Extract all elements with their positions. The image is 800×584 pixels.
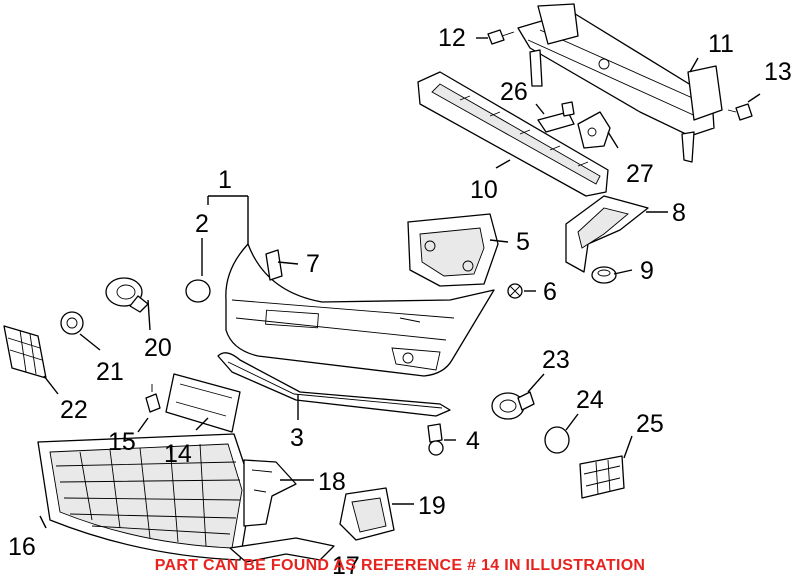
side-insert-part — [579, 455, 625, 499]
callout-13: 13 — [764, 58, 792, 86]
fog-trim-part — [339, 487, 395, 541]
callout-9: 9 — [640, 257, 654, 285]
bumper-cover-part — [225, 243, 495, 377]
callout-12: 12 — [438, 24, 466, 52]
callout-1: 1 — [218, 166, 232, 194]
callout-4: 4 — [466, 427, 480, 455]
sensor-ring-part — [60, 311, 84, 335]
callout-22: 22 — [60, 396, 88, 424]
leader-lines — [39, 37, 761, 529]
mount-bracket-part — [577, 111, 611, 149]
callout-3: 3 — [290, 424, 304, 452]
callout-23: 23 — [542, 346, 570, 374]
callout-20: 20 — [144, 334, 172, 362]
callout-2: 2 — [195, 210, 209, 238]
bolt-part — [727, 103, 753, 121]
side-bracket-part — [407, 213, 499, 287]
callout-21: 21 — [96, 358, 124, 386]
grommet-part — [591, 266, 617, 284]
callout-numbers: 1 2 3 4 5 6 7 8 9 10 11 12 13 14 15 16 1… — [8, 24, 792, 580]
lower-grille-part — [37, 433, 253, 561]
callout-19: 19 — [418, 492, 446, 520]
guide-bracket-part — [565, 195, 649, 273]
callout-10: 10 — [470, 176, 498, 204]
sensor-ring-part — [544, 426, 570, 454]
bracket-part — [243, 459, 297, 527]
tow-cap-part — [185, 279, 211, 303]
callout-25: 25 — [636, 410, 664, 438]
screw-part — [507, 283, 523, 299]
retainer-clip-part — [265, 249, 283, 281]
impact-bar-part — [517, 3, 723, 163]
bolt-part — [487, 29, 515, 45]
screw-part — [427, 423, 444, 456]
parking-sensor-part — [491, 391, 535, 420]
parking-sensor-part — [105, 277, 149, 313]
callout-26: 26 — [500, 78, 528, 106]
trim-strip-part — [229, 537, 335, 563]
push-pin-part — [145, 384, 161, 413]
side-insert-part — [3, 325, 47, 379]
callout-7: 7 — [306, 250, 320, 278]
callout-15: 15 — [108, 428, 136, 456]
callout-8: 8 — [672, 199, 686, 227]
callout-6: 6 — [543, 278, 557, 306]
callout-18: 18 — [318, 468, 346, 496]
clip-part — [537, 101, 575, 133]
footer-note: PART CAN BE FOUND AS REFERENCE # 14 IN I… — [154, 557, 646, 574]
energy-absorber-part — [417, 71, 609, 197]
license-plate-bracket-part — [165, 373, 241, 433]
callout-14: 14 — [164, 440, 192, 468]
callout-16: 16 — [8, 533, 36, 561]
callout-5: 5 — [516, 228, 530, 256]
callout-24: 24 — [576, 386, 604, 414]
callout-17: 17 — [332, 552, 360, 580]
spoiler-strip-part — [217, 352, 451, 417]
callout-27: 27 — [626, 160, 654, 188]
callout-11: 11 — [708, 30, 734, 58]
